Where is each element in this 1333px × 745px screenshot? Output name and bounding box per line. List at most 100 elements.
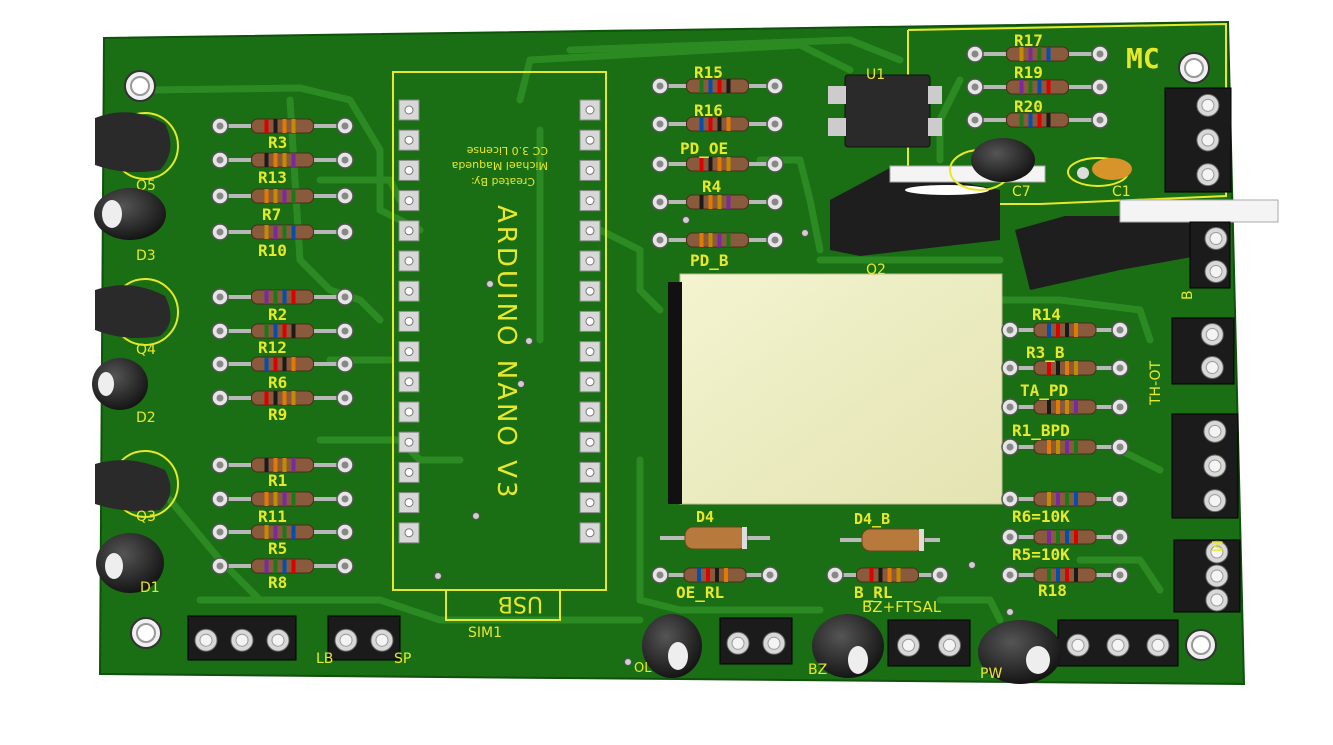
- resistor-label: R3_B: [1026, 343, 1065, 362]
- resistor-r18: R18: [1001, 566, 1129, 600]
- regulator-transistor: [1015, 199, 1279, 290]
- resistor-r3-b: R3_B: [1001, 343, 1129, 377]
- mc-terminal-block: [1164, 87, 1232, 193]
- d2-diode: D2: [92, 358, 156, 426]
- sim1-label: SIM1: [468, 625, 502, 641]
- d4b-label: D4_B: [854, 510, 890, 528]
- license-text: CC 3.0 License: [466, 144, 548, 157]
- resistor-label: R5: [268, 539, 287, 558]
- q2-label: Q2: [866, 262, 886, 278]
- resistor-r15: R15: [651, 63, 784, 95]
- resistor-label: R6: [268, 373, 287, 392]
- resistor-label: R1_BPD: [1012, 421, 1070, 440]
- q3-transistor: Q3: [95, 450, 179, 525]
- resistor-pd-b: PD_B: [651, 231, 784, 270]
- q4-transistor: Q4: [95, 278, 179, 358]
- c1-capacitor: C1: [1067, 157, 1132, 200]
- pw-capacitor: PW: [978, 620, 1062, 684]
- ol-label: OL: [634, 661, 652, 676]
- resistor-r13: R13: [211, 151, 354, 187]
- bz-label: BZ: [808, 662, 827, 678]
- created-by-text: Created By:: [471, 175, 535, 188]
- resistor-label: R5=10K: [1012, 545, 1070, 564]
- resistor-r9: R9: [211, 389, 354, 424]
- right-3pin-terminal-block: [1171, 413, 1239, 519]
- resistor-label: B_RL: [854, 583, 893, 602]
- resistor-b-rl: B_RL: [826, 566, 949, 602]
- resistor-ta-pd: TA_PD: [1001, 381, 1129, 416]
- resistor-label: R1: [268, 471, 287, 490]
- bottom-terminal-blocks: [187, 615, 1179, 667]
- resistor-r14: R14: [1001, 305, 1129, 339]
- resistor-label: OE_RL: [676, 583, 724, 602]
- b-terminal-block: [1189, 221, 1231, 289]
- resistor-r8: R8: [211, 557, 354, 592]
- sp-label: SP: [394, 651, 411, 667]
- d3-diode: D3: [94, 188, 166, 264]
- resistor-label: R13: [258, 168, 287, 187]
- arduino-nano-module: ARDUINO NANO V3 Created By: Michael Maqu…: [392, 71, 607, 641]
- bz-ftsal-2pin-block: [887, 619, 971, 667]
- resistor-r19: R19: [966, 63, 1109, 96]
- th-ot-terminal-block: [1171, 317, 1235, 385]
- resistor-label: PD_OE: [680, 139, 728, 158]
- resistor-label: R20: [1014, 97, 1043, 116]
- lb-sp-2pin-block: [327, 615, 401, 661]
- bottom-right-3pin-block: [1057, 619, 1179, 667]
- resistor-label: R16: [694, 101, 723, 120]
- resistor-r5-10k: R5=10K: [1001, 528, 1129, 564]
- resistor-label: PD_B: [690, 251, 729, 270]
- resistor-label: R18: [1038, 581, 1067, 600]
- right-terminal-blocks: [1164, 87, 1241, 613]
- d1-diode: D1: [96, 533, 164, 596]
- bz-ftsal-label: BZ+FTSAL: [862, 598, 942, 616]
- lb-label: LB: [316, 651, 333, 667]
- q4-label: Q4: [136, 342, 156, 358]
- c7-capacitor: C7: [949, 138, 1035, 200]
- usb-label: USB: [498, 591, 543, 616]
- resistor-label: R4: [702, 177, 721, 196]
- resistor-label: R11: [258, 507, 287, 526]
- resistor-r20: R20: [966, 97, 1109, 129]
- resistor-pd-oe: PD_OE: [651, 139, 784, 173]
- vias: [434, 216, 1014, 666]
- resistor-r1: R1: [211, 456, 354, 490]
- resistor-label: R17: [1014, 31, 1043, 50]
- bz-capacitor: BZ: [808, 614, 884, 678]
- resistor-label: TA_PD: [1020, 381, 1068, 400]
- d2-label: D2: [136, 410, 156, 426]
- bottom-mid-2pin-block: [719, 617, 793, 665]
- resistor-r6: R6: [211, 355, 354, 392]
- c1-label: C1: [1112, 184, 1131, 200]
- resistor-label: R9: [268, 405, 287, 424]
- resistor-label: R14: [1032, 305, 1061, 324]
- resistor-r10: R10: [211, 223, 354, 260]
- m-terminal-block: [1173, 539, 1241, 613]
- d3-label: D3: [136, 248, 156, 264]
- resistor-r5: R5: [211, 523, 354, 558]
- resistor-r3: R3: [211, 117, 354, 152]
- bottom-left-3pin-block: [187, 615, 297, 661]
- resistor-label: R8: [268, 573, 287, 592]
- b-label: B: [1180, 290, 1196, 300]
- th-ot-label: TH-OT: [1148, 360, 1164, 406]
- resistor-oe-rl: OE_RL: [651, 566, 779, 602]
- c7-label: C7: [1012, 184, 1031, 200]
- resistor-label: R3: [268, 133, 287, 152]
- resistor-label: R10: [258, 241, 287, 260]
- resistor-r7: R7: [211, 187, 354, 224]
- relay: [679, 273, 1003, 505]
- d1-label: D1: [140, 580, 160, 596]
- resistor-r4: R4: [651, 177, 784, 211]
- resistor-label: R19: [1014, 63, 1043, 82]
- resistor-r12: R12: [211, 322, 354, 357]
- resistor-r1-bpd: R1_BPD: [1001, 421, 1129, 456]
- resistor-label: R7: [262, 205, 281, 224]
- ol-capacitor: OL: [634, 614, 702, 678]
- resistor-r6-10k: R6=10K: [1001, 490, 1129, 526]
- resistor-r2: R2: [211, 288, 354, 324]
- d4-diode: D4: [660, 508, 770, 550]
- resistor-label: R2: [268, 305, 287, 324]
